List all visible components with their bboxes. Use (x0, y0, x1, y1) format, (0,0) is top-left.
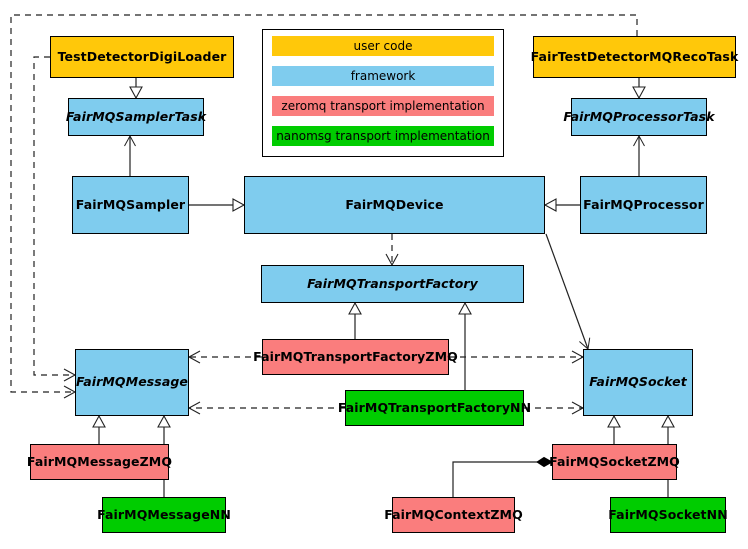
class-box-fairmqsocketzmq[interactable]: FairMQSocketZMQ (549, 444, 680, 480)
class-box-fairmqsocketnn[interactable]: FairMQSocketNN (608, 497, 728, 533)
class-box-fairmqtransportfactorynn[interactable]: FairMQTransportFactoryNN (338, 390, 531, 426)
edge-contextzmq-socketzmq (452, 456, 554, 497)
legend-item-nanomsg: nanomsg transport implementation (272, 126, 494, 146)
class-box-fairmqtransportfactoryzmq[interactable]: FairMQTransportFactoryZMQ (253, 339, 458, 375)
class-box-testdetectordigiloader[interactable]: TestDetectorDigiLoader (50, 36, 234, 78)
class-box-fairmqtransportfactory[interactable]: FairMQTransportFactory (261, 265, 524, 303)
edge-device-socket (545, 233, 591, 350)
class-box-fairmqsamplertask[interactable]: FairMQSamplerTask (66, 98, 206, 136)
class-box-fairmqmessagenn[interactable]: FairMQMessageNN (97, 497, 231, 533)
class-box-fairmqprocessortask[interactable]: FairMQProcessorTask (563, 98, 715, 136)
legend-item-zeromq: zeromq transport implementation (272, 96, 494, 116)
class-box-fairmqmessagezmq[interactable]: FairMQMessageZMQ (27, 444, 172, 480)
class-box-fairmqprocessor[interactable]: FairMQProcessor (580, 176, 707, 234)
legend-item-framework: framework (272, 66, 494, 86)
legend-item-user-code: user code (272, 36, 494, 56)
class-box-fairmqsampler[interactable]: FairMQSampler (72, 176, 189, 234)
class-box-fairmqmessage[interactable]: FairMQMessage (75, 349, 189, 416)
class-box-fairmqcontextzmq[interactable]: FairMQContextZMQ (384, 497, 523, 533)
class-box-fairmqsocket[interactable]: FairMQSocket (583, 349, 693, 416)
class-box-fairmqdevice[interactable]: FairMQDevice (244, 176, 545, 234)
class-box-fairtestdetectormqrecotask[interactable]: FairTestDetectorMQRecoTask (531, 36, 738, 78)
